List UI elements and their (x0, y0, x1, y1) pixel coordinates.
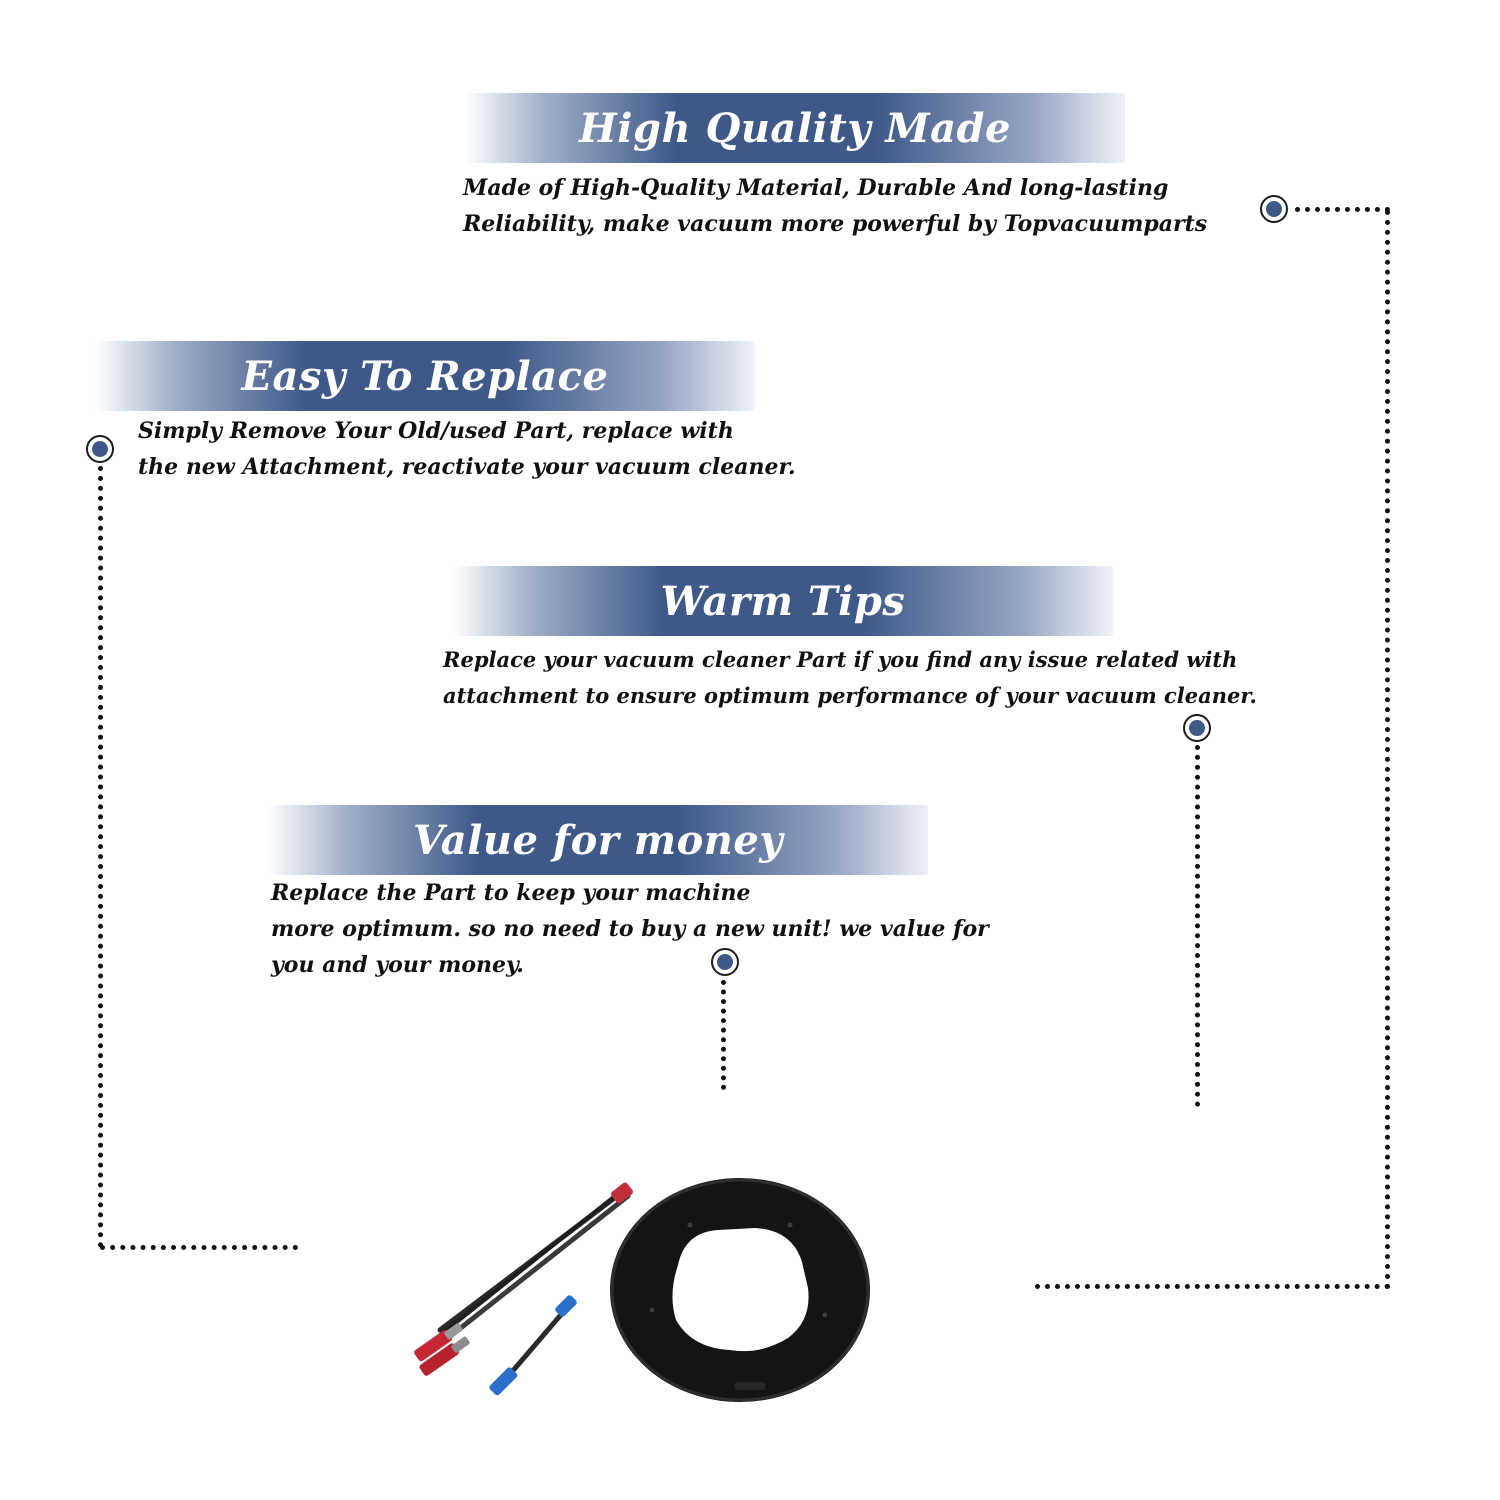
description-easy-replace: Simply Remove Your Old/used Part, replac… (138, 413, 796, 485)
marker-dot-high-quality (1260, 195, 1288, 223)
description-high-quality: Made of High-Quality Material, Durable A… (463, 170, 1207, 242)
banner-title-easy-replace: Easy To Replace (241, 352, 609, 400)
dotted-connector (1035, 1284, 1390, 1289)
dotted-connector (1385, 210, 1390, 1290)
description-line: Reliability, make vacuum more powerful b… (463, 211, 1208, 237)
description-line: Replace the Part to keep your machine (271, 880, 751, 906)
banner-value-money: Value for money (268, 805, 928, 875)
marker-dot-value-money (711, 948, 739, 976)
dotted-connector (1295, 207, 1390, 212)
description-value-money: Replace the Part to keep your machine mo… (271, 875, 989, 983)
description-line: attachment to ensure optimum performance… (443, 683, 1257, 708)
dotted-connector (721, 980, 726, 1090)
banner-title-warm-tips: Warm Tips (660, 577, 906, 625)
description-line: you and your money. (271, 952, 524, 978)
marker-dot-easy-replace (86, 435, 114, 463)
description-line: the new Attachment, reactivate your vacu… (138, 454, 796, 480)
rubber-ring-gasket-icon (610, 1178, 870, 1402)
banner-easy-replace: Easy To Replace (95, 341, 755, 411)
description-line: Replace your vacuum cleaner Part if you … (443, 647, 1238, 672)
description-line: Made of High-Quality Material, Durable A… (463, 175, 1169, 201)
description-warm-tips: Replace your vacuum cleaner Part if you … (443, 642, 1257, 714)
wire-harness-blue-icon (489, 1295, 577, 1396)
banner-title-high-quality: High Quality Made (579, 104, 1011, 152)
description-line: more optimum. so no need to buy a new un… (271, 916, 989, 942)
banner-warm-tips: Warm Tips (453, 566, 1113, 636)
dotted-connector (98, 466, 103, 1248)
marker-dot-warm-tips (1183, 714, 1211, 742)
banner-title-value-money: Value for money (412, 816, 784, 864)
description-line: Simply Remove Your Old/used Part, replac… (138, 418, 734, 444)
banner-high-quality: High Quality Made (465, 93, 1125, 163)
wire-harness-red-icon (414, 1182, 633, 1376)
product-image (414, 1178, 870, 1402)
dotted-connector (1195, 745, 1200, 1107)
dotted-connector (100, 1245, 298, 1250)
